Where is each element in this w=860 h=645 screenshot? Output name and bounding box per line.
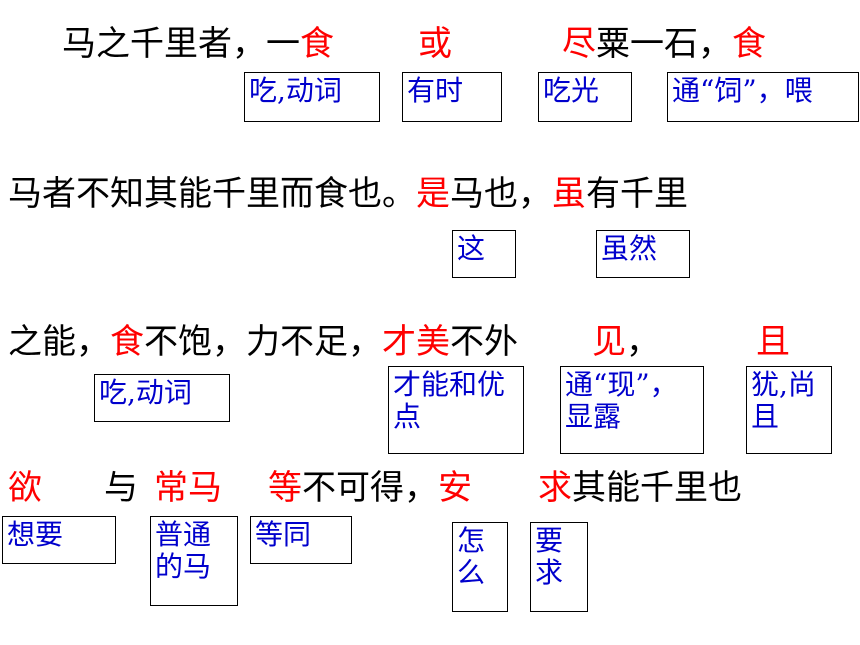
line4-highlight-yu: 欲 (8, 468, 42, 508)
line1-highlight-si: 食 (732, 24, 766, 64)
text-line-4b: 等不可得，安 (268, 468, 472, 508)
gloss-qiu: 要求 (530, 522, 588, 612)
line3-text-d: ， (626, 322, 660, 362)
line4-highlight-qiu: 求 (538, 468, 572, 508)
line3-highlight-shi: 食 (110, 322, 144, 362)
gloss-qie: 犹,尚且 (746, 366, 832, 454)
line3-highlight-caimei: 才美 (382, 322, 450, 362)
gloss-deng: 等同 (250, 516, 352, 564)
line4-highlight-an: 安 (438, 468, 472, 508)
line3-highlight-qie: 且 (756, 322, 790, 362)
line1-highlight-shi: 食 (300, 24, 334, 64)
line3-text-a: 之能， (8, 322, 110, 362)
text-line-4c: 求其能千里也 (538, 468, 742, 508)
gloss-shi-eat: 吃,动词 (244, 72, 380, 122)
text-line-3: 之能，食不饱，力不足，才美不外 (8, 322, 518, 362)
line2-text-b: 马也， (450, 174, 552, 214)
gloss-yu: 想要 (2, 516, 116, 564)
line3-text-b: 不饱，力不足， (144, 322, 382, 362)
line4-highlight-deng: 等 (268, 468, 302, 508)
line3-highlight-xian: 见 (592, 322, 626, 362)
gloss-si: 通“饲”，喂 (667, 72, 859, 122)
line1-text-b: 粟一石， (596, 24, 732, 64)
line2-highlight-shi: 是 (416, 174, 450, 214)
line1-highlight-jin: 尽 (562, 24, 596, 64)
gloss-an: 怎么 (452, 522, 508, 612)
text-line-1: 马之千里者，一食 (62, 24, 334, 64)
line4-text-a: 与 (104, 468, 138, 508)
gloss-xian: 通“现”，显露 (560, 366, 704, 454)
line3-text-c: 不外 (450, 322, 518, 362)
text-line-3b: 见， (592, 322, 660, 362)
gloss-shi-eat-2: 吃,动词 (94, 374, 230, 422)
gloss-caimei: 才能和优点 (388, 366, 524, 454)
line1-text-a: 马之千里者，一 (62, 24, 300, 64)
line2-text-a: 马者不知其能千里而食也。 (8, 174, 416, 214)
line2-highlight-sui: 虽 (552, 174, 586, 214)
line2-text-c: 有千里 (586, 174, 688, 214)
text-line-1b: 尽粟一石，食 (562, 24, 766, 64)
gloss-huo: 有时 (402, 72, 502, 122)
line4-text-b: 不可得， (302, 468, 438, 508)
text-line-2: 马者不知其能千里而食也。是马也，虽有千里 (8, 174, 688, 214)
gloss-jin: 吃光 (538, 72, 632, 122)
gloss-sui: 虽然 (596, 230, 690, 278)
gloss-changma: 普通的马 (150, 516, 238, 606)
line1-highlight-huo: 或 (418, 24, 452, 64)
line4-highlight-changma: 常马 (154, 468, 222, 508)
gloss-shi-this: 这 (452, 230, 516, 278)
line4-text-c: 其能千里也 (572, 468, 742, 508)
